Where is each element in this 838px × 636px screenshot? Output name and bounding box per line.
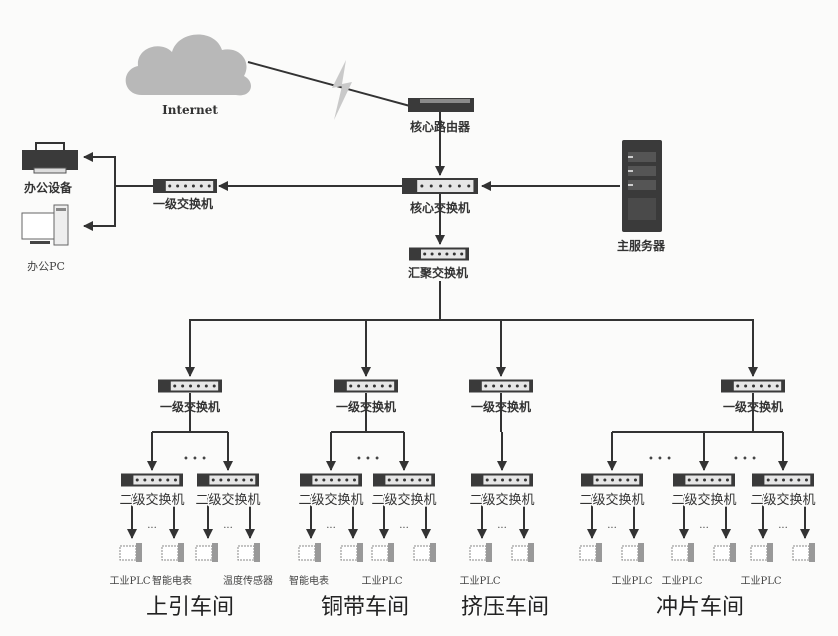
router-icon <box>408 98 474 112</box>
level2-switch-label: 二级交换机 <box>371 492 436 508</box>
level1-switch-icon <box>334 379 398 393</box>
more-devices-ellipsis: ... <box>778 520 788 531</box>
workshop-group: 一级交换机 • • • 智能电表 二级交换机... 工业PLC 二级交换机... 铜带车间 <box>289 320 438 620</box>
more-devices-ellipsis: ... <box>497 520 507 531</box>
more-devices-ellipsis: ... <box>607 520 617 531</box>
office-switch-to-pc-link <box>83 186 116 231</box>
office-pc-label: 办公PC <box>27 260 65 273</box>
level1-switch-icon <box>721 379 785 393</box>
device-label: 工业PLC <box>661 575 702 587</box>
device-label: 温度传感器 <box>223 574 273 587</box>
level2-switch-label: 二级交换机 <box>298 492 363 508</box>
more-devices-ellipsis: ... <box>223 520 233 531</box>
device-label: 工业PLC <box>740 575 781 587</box>
aggregation-switch-icon <box>409 247 469 261</box>
device-icon <box>579 543 602 562</box>
level2-switch-label: 二级交换机 <box>750 492 815 508</box>
more-devices-ellipsis: ... <box>147 520 157 531</box>
lightning-icon <box>332 60 352 120</box>
workshop-group: 一级交换机 • • • • • • 工业PLC 二级交换机... 工业PLC 二级交换机..… <box>578 320 817 620</box>
level2-switch-icon <box>471 473 533 487</box>
more-switches-ellipsis: • • • <box>648 454 672 465</box>
office-switch-to-printer-link <box>83 152 153 187</box>
level1-switch-label: 一级交换机 <box>471 399 531 414</box>
device-icon <box>713 543 736 562</box>
more-devices-ellipsis: ... <box>699 520 709 531</box>
device-icon <box>195 543 218 562</box>
level1-switch-label: 一级交换机 <box>723 399 783 414</box>
more-devices-ellipsis: ... <box>326 520 336 531</box>
device-label: 智能电表 <box>152 574 192 587</box>
level2-switch-icon <box>673 473 735 487</box>
device-icon <box>161 543 184 562</box>
level2-switch-icon <box>373 473 435 487</box>
level2-switch-icon <box>121 473 183 487</box>
level2-switch-label: 二级交换机 <box>119 492 184 508</box>
device-icon <box>340 543 363 562</box>
workshop-title: 挤压车间 <box>461 595 549 620</box>
level2-switch-icon <box>300 473 362 487</box>
workshop-title: 上引车间 <box>146 595 234 620</box>
level2-switch-icon <box>581 473 643 487</box>
device-icon <box>298 543 321 562</box>
device-icon <box>671 543 694 562</box>
device-icon <box>469 543 492 562</box>
level2-switch-label: 二级交换机 <box>195 492 260 508</box>
device-icon <box>511 543 534 562</box>
device-icon <box>371 543 394 562</box>
printer-icon <box>22 142 78 174</box>
level2-switch-label: 二级交换机 <box>469 492 534 508</box>
more-switches-ellipsis: • • • <box>733 454 757 465</box>
server-icon <box>622 140 662 232</box>
main-server-label: 主服务器 <box>617 238 666 253</box>
internet-label: Internet <box>162 103 218 117</box>
device-label: 智能电表 <box>289 574 329 587</box>
level2-switch-label: 二级交换机 <box>671 492 736 508</box>
device-label: 工业PLC <box>361 575 402 587</box>
level2-switch-icon <box>197 473 259 487</box>
workshop-title: 铜带车间 <box>321 595 409 620</box>
level1-switch-label: 一级交换机 <box>160 399 220 414</box>
device-icon <box>119 543 142 562</box>
workshop-title: 冲片车间 <box>656 595 744 620</box>
level1-switch-icon <box>158 379 222 393</box>
office-pc-icon <box>21 204 69 246</box>
level2-switch-icon <box>752 473 814 487</box>
level2-switch-label: 二级交换机 <box>579 492 644 508</box>
device-icon <box>792 543 815 562</box>
wan-link <box>247 61 411 107</box>
device-icon <box>621 543 644 562</box>
level1-switch-icon <box>469 379 533 393</box>
device-icon <box>413 543 436 562</box>
device-label: 工业PLC <box>109 575 150 587</box>
more-switches-ellipsis: • • • <box>183 454 207 465</box>
aggregation-switch-label: 汇聚交换机 <box>408 265 468 280</box>
more-devices-ellipsis: ... <box>399 520 409 531</box>
device-label: 工业PLC <box>459 575 500 587</box>
office-equipment-label: 办公设备 <box>24 180 73 195</box>
more-switches-ellipsis: • • • <box>356 454 380 465</box>
device-icon <box>750 543 773 562</box>
internet-cloud-icon <box>125 34 251 96</box>
device-label: 工业PLC <box>611 575 652 587</box>
device-icon <box>237 543 260 562</box>
office-switch-icon <box>153 179 217 193</box>
office-switch-label: 一级交换机 <box>153 196 213 211</box>
level1-switch-label: 一级交换机 <box>336 399 396 414</box>
core-switch-icon <box>402 178 478 194</box>
